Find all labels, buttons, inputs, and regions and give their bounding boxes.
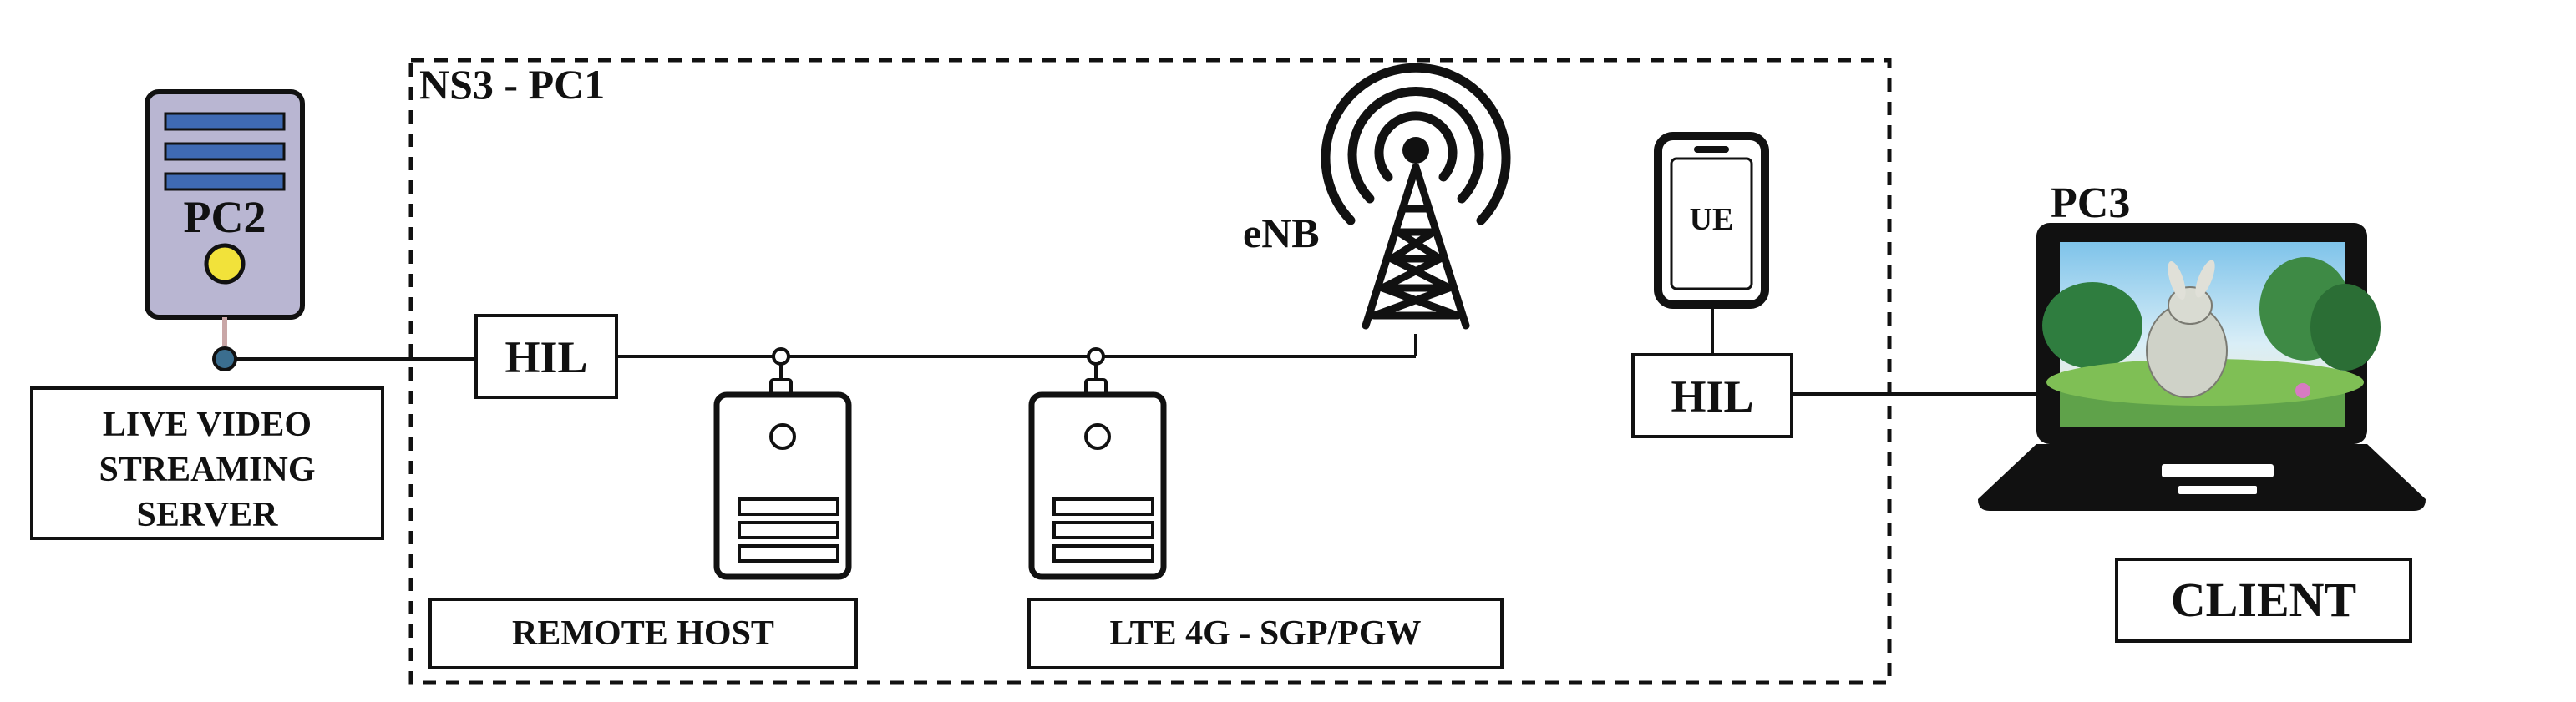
streaming-server-line2: STREAMING (99, 451, 315, 489)
pc2-label: PC2 (184, 192, 266, 242)
remote-host-slot-3 (738, 544, 839, 563)
remote-host-label: REMOTE HOST (512, 614, 774, 653)
ue-phone-icon (1654, 132, 1769, 309)
remote-host-slot-2 (738, 521, 839, 539)
enb-tower-frame (1362, 163, 1470, 330)
remote-host-body (713, 391, 852, 580)
connection-lines (226, 309, 2051, 396)
remote-host-port (772, 347, 790, 366)
hil-right-label: HIL (1671, 371, 1753, 422)
enb-tower-icon (1321, 63, 1511, 330)
pc3-label: PC3 (2051, 179, 2130, 227)
lte-gateway-port (1087, 347, 1105, 366)
lte-gateway-label-box (1027, 598, 1504, 669)
hil-left-label: HIL (505, 332, 587, 382)
streaming-server-line3: SERVER (137, 496, 279, 534)
lte-gateway-led (1084, 423, 1111, 450)
pc2-server (145, 89, 305, 371)
hil-right-box (1631, 353, 1793, 438)
ue-phone-speaker (1694, 146, 1729, 153)
ue-phone-body (1654, 132, 1769, 309)
remote-host-led (769, 423, 796, 450)
video-butterfly (2295, 383, 2310, 398)
enb-antenna-tip (1402, 137, 1429, 164)
streaming-server-line1: LIVE VIDEO (103, 406, 312, 444)
hil-left-box (474, 314, 618, 399)
lte-gateway-device (1028, 347, 1167, 580)
pc2-slot-3 (164, 172, 286, 191)
remote-host-label-box (428, 598, 858, 669)
pc2-led (204, 243, 246, 285)
client-label: CLIENT (2171, 573, 2356, 627)
enb-wave-2 (1347, 87, 1484, 204)
laptop-screen-video (2042, 242, 2381, 427)
enb-wave-1 (1374, 111, 1458, 182)
laptop-trackpad (2178, 486, 2257, 494)
video-tree-left (2042, 282, 2142, 369)
lte-gateway-label: LTE 4G - SGP/PGW (1109, 614, 1421, 653)
pc2-connector (212, 346, 237, 371)
video-tree-right-2 (2310, 284, 2381, 371)
video-bunny-ear-1 (2168, 261, 2186, 300)
ns3-region-border (408, 58, 1892, 685)
enb-label: eNB (1243, 210, 1320, 256)
enb-wave-3 (1321, 63, 1511, 225)
ue-phone-screen (1670, 157, 1753, 290)
ns3-region-label: NS3 - PC1 (419, 61, 605, 108)
pc3-laptop-icon (1978, 223, 2426, 511)
laptop-keyboard-slot (2162, 464, 2274, 477)
client-label-box (2115, 558, 2412, 643)
lte-gateway-body (1028, 391, 1167, 580)
lte-gateway-slot-3 (1052, 544, 1154, 563)
streaming-server-box (30, 386, 384, 540)
pc2-slot-1 (164, 112, 286, 131)
lte-gateway-slot-1 (1052, 497, 1154, 516)
remote-host-device (713, 347, 852, 580)
ue-label: UE (1690, 202, 1734, 237)
video-bunny-ear-2 (2195, 260, 2215, 298)
remote-host-slot-1 (738, 497, 839, 516)
lte-gateway-slot-2 (1052, 521, 1154, 539)
pc2-slot-2 (164, 142, 286, 161)
